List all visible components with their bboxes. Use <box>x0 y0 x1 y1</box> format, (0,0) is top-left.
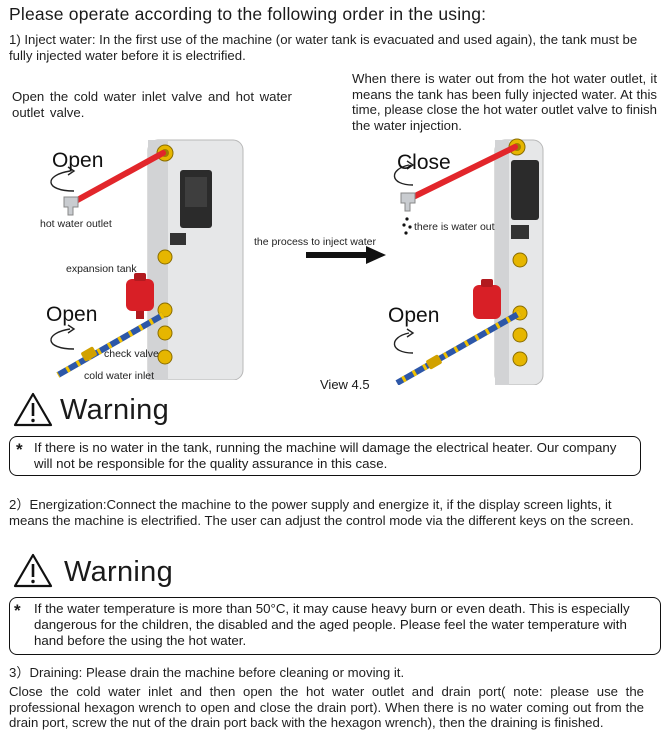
cold-water-inlet-label: cold water inlet <box>84 370 155 382</box>
warning-title-1: Warning <box>60 394 170 426</box>
open-arrow-icon <box>50 170 75 192</box>
warning-triangle-icon <box>13 392 53 427</box>
warning-box-1: * If there is no water in the tank, runn… <box>9 436 641 476</box>
process-arrow-icon <box>306 246 386 264</box>
warning-box-2: * If the water temperature is more than … <box>9 597 661 655</box>
hot-water-outlet-label: hot water outlet <box>40 218 112 230</box>
warning-title-2: Warning <box>64 556 174 588</box>
process-label: the process to inject water <box>254 236 376 248</box>
open-arrow-icon <box>50 328 75 350</box>
display-panel <box>511 160 539 220</box>
open-label-top: Open <box>52 149 104 172</box>
right-illustration <box>393 138 544 385</box>
page-title: Please operate according to the followin… <box>9 4 487 24</box>
hot-water-pipe <box>69 150 166 206</box>
hot-water-pipe <box>406 144 518 202</box>
close-arrow-icon <box>393 164 414 186</box>
warning-triangle-icon <box>13 553 53 588</box>
cold-water-pipe <box>395 310 522 385</box>
faucet-icon <box>400 192 416 212</box>
step1-text: 1) Inject water: In the first use of the… <box>9 32 638 63</box>
warning-text-2: If the water temperature is more than 50… <box>34 601 630 648</box>
left-illustration <box>50 139 244 380</box>
water-out-label: there is water out <box>414 221 495 233</box>
open-label-bottom: Open <box>46 303 98 326</box>
right-instruction: When there is water out from the hot wat… <box>352 71 657 133</box>
step3-text: Close the cold water inlet and then open… <box>9 684 644 730</box>
check-valve <box>81 346 97 362</box>
expansion-tank <box>126 279 154 311</box>
warning-text-1: If there is no water in the tank, runnin… <box>34 440 617 471</box>
water-drop-icon <box>405 217 409 221</box>
step2-text: 2）Energization:Connect the machine to th… <box>9 497 634 528</box>
warning-bullet: * <box>14 601 21 620</box>
check-valve <box>426 354 442 370</box>
faucet-icon <box>63 196 79 216</box>
left-instruction: Open the cold water inlet valve and hot … <box>12 89 292 120</box>
step3-heading: 3）Draining: Please drain the machine bef… <box>9 665 405 680</box>
close-label: Close <box>397 151 451 174</box>
view-label: View 4.5 <box>320 377 370 392</box>
open-label-right: Open <box>388 304 440 327</box>
open-arrow-icon <box>393 332 414 354</box>
expansion-tank <box>473 285 501 319</box>
expansion-tank-label: expansion tank <box>66 263 137 275</box>
warning-bullet: * <box>16 440 23 459</box>
check-valve-label: check valve <box>104 348 159 360</box>
